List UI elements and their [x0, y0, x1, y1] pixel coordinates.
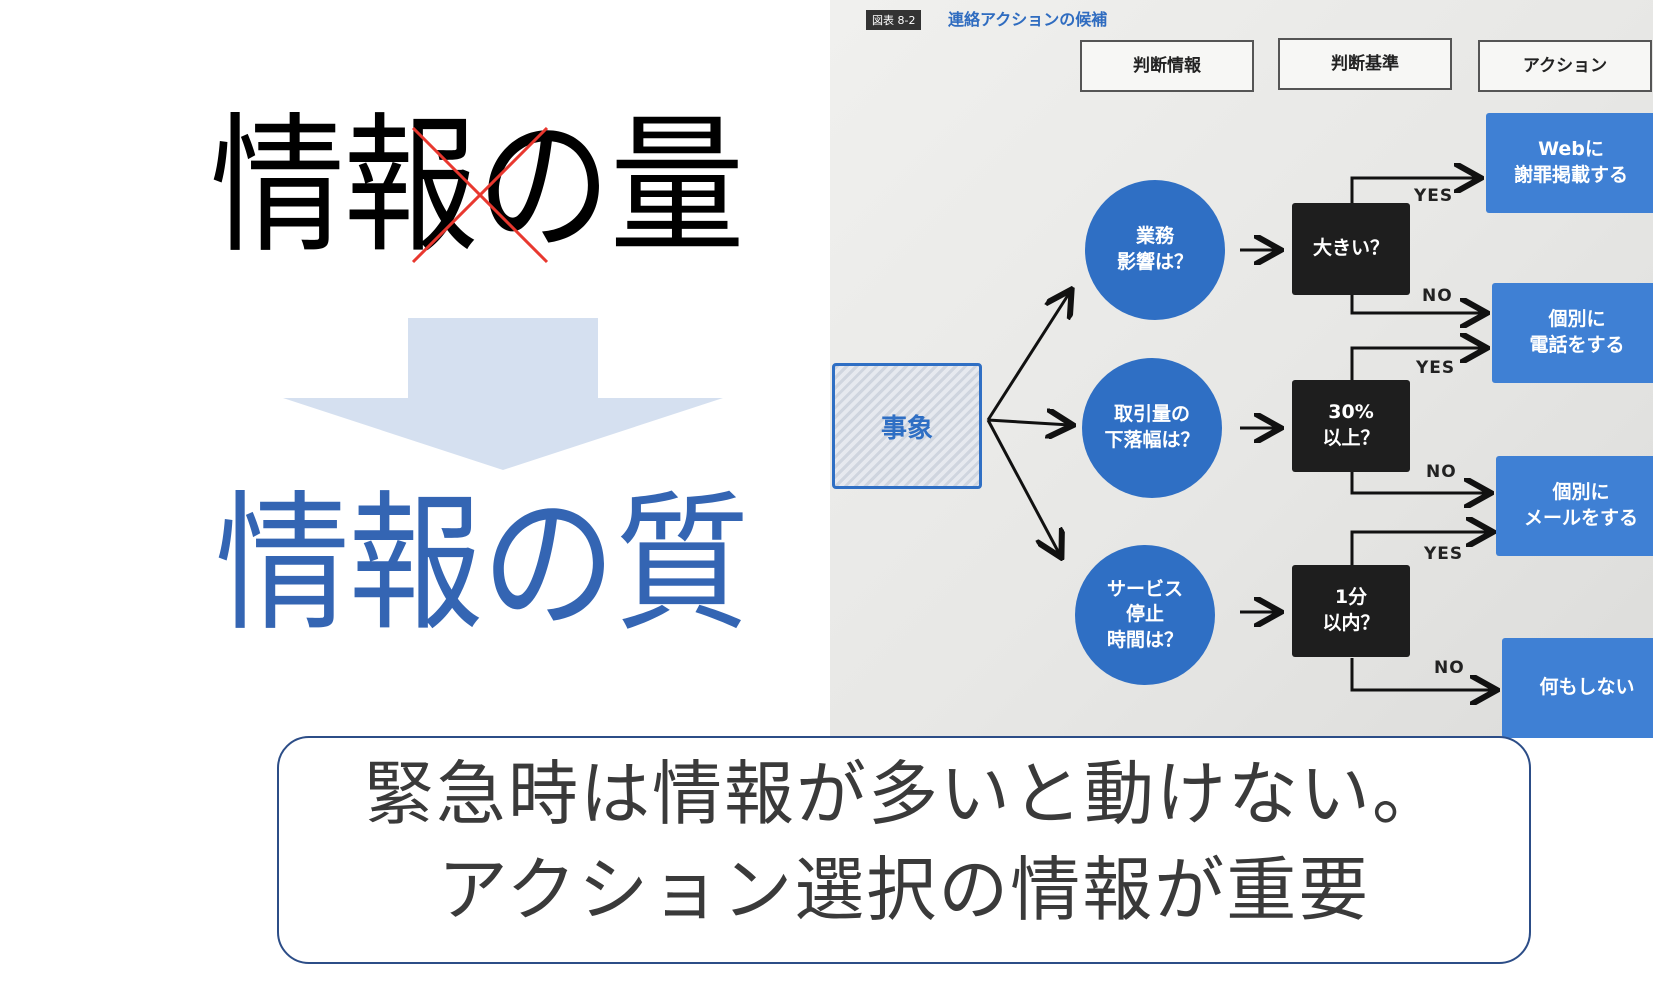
action-phone-call: 個別に 電話をする	[1492, 283, 1653, 383]
decision-1-minute: 1分 以内？	[1292, 565, 1410, 657]
note-line-2: アクション選択の情報が重要	[437, 849, 1371, 931]
branch-no-1: NO	[1422, 286, 1453, 306]
event-box: 事象	[832, 363, 982, 489]
figure-label: 図表 8-2	[866, 10, 922, 30]
question-circle-service-downtime: サービス 停止 時間は？	[1075, 545, 1215, 685]
branch-yes-3: YES	[1424, 544, 1464, 564]
action-web-apology: Webに 謝罪掲載する	[1486, 113, 1653, 213]
question-circle-volume-drop: 取引量の 下落幅は？	[1082, 358, 1222, 498]
figure-title: 連絡アクションの候補	[948, 10, 1108, 29]
branch-yes-1: YES	[1414, 186, 1454, 206]
header-action: アクション	[1478, 40, 1652, 92]
header-judgement-info: 判断情報	[1080, 40, 1254, 92]
action-do-nothing: 何もしない	[1502, 638, 1653, 738]
note-line-1: 緊急時は情報が多いと動けない。	[364, 753, 1444, 835]
book-photo-flowchart: 図表 8-2 連絡アクションの候補 判断情報 判断基準 アクション	[830, 0, 1653, 738]
question-circle-business-impact: 業務 影響は？	[1085, 180, 1225, 320]
quantity-heading: 情報の量	[210, 100, 745, 274]
quality-heading: 情報の質	[215, 478, 750, 652]
decision-large: 大きい？	[1292, 203, 1410, 295]
decision-30-percent: 30% 以上？	[1292, 380, 1410, 472]
flow-connectors	[986, 0, 1653, 738]
header-judgement-criteria: 判断基準	[1278, 38, 1452, 90]
down-arrow-icon	[283, 318, 723, 470]
action-email: 個別に メールをする	[1496, 456, 1653, 556]
branch-no-3: NO	[1434, 658, 1465, 678]
branch-yes-2: YES	[1416, 358, 1456, 378]
cross-mark-icon	[411, 126, 549, 264]
note-box: 緊急時は情報が多いと動けない。 アクション選択の情報が重要	[277, 736, 1531, 964]
branch-no-2: NO	[1426, 462, 1457, 482]
